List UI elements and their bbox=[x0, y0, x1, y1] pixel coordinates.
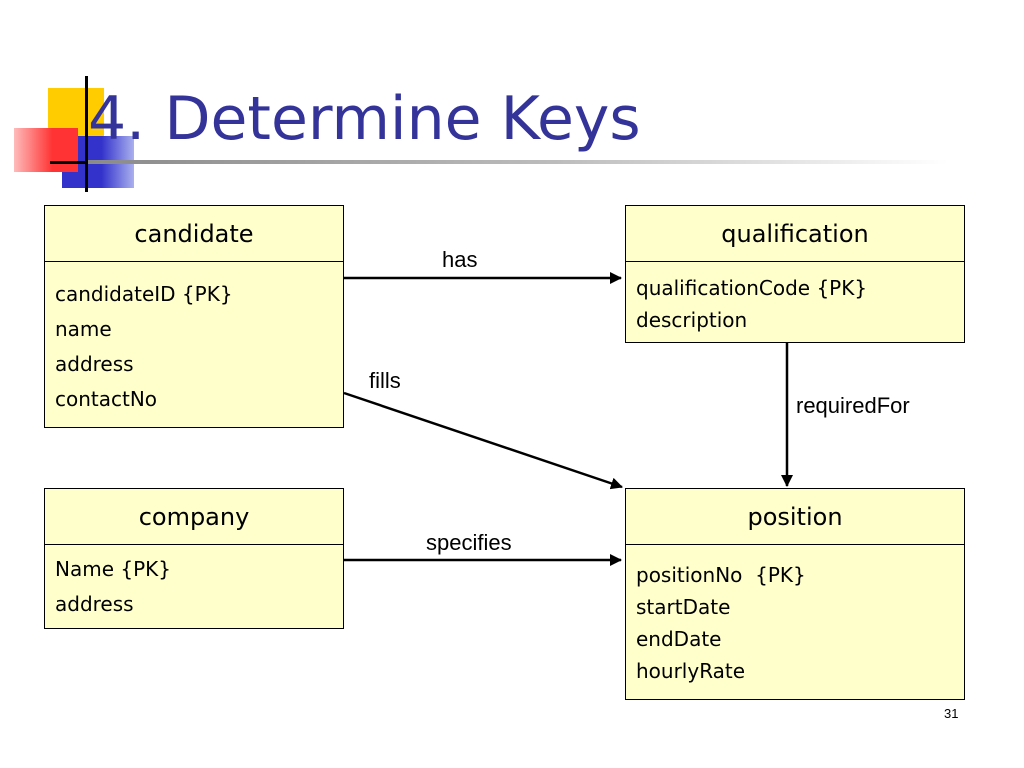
fills-connector bbox=[343, 391, 623, 490]
vertical-line bbox=[85, 76, 88, 192]
title-underline bbox=[88, 160, 948, 164]
entity-header: company bbox=[45, 489, 343, 545]
attribute: hourlyRate bbox=[636, 659, 746, 683]
entity-name: company bbox=[138, 502, 250, 531]
slide-title: 4. Determine Keys bbox=[88, 84, 641, 154]
relationship-label-fills: fills bbox=[369, 368, 401, 393]
entity-name: qualification bbox=[721, 219, 869, 248]
attribute-list: positionNo {PK} startDate endDate hourly… bbox=[626, 545, 964, 691]
entity-header: qualification bbox=[626, 206, 964, 262]
entity-company: company Name {PK} address bbox=[44, 488, 344, 629]
attribute: address bbox=[55, 352, 134, 376]
page-number: 31 bbox=[944, 706, 959, 721]
relationship-label-required-for: requiredFor bbox=[796, 393, 910, 418]
attribute: endDate bbox=[636, 627, 722, 651]
relationship-label-specifies: specifies bbox=[426, 530, 512, 555]
attribute: address bbox=[55, 592, 134, 616]
attribute: description bbox=[636, 308, 748, 332]
attribute: startDate bbox=[636, 595, 731, 619]
attribute-list: qualificationCode {PK} description bbox=[626, 262, 964, 340]
entity-header: position bbox=[626, 489, 964, 545]
attribute: candidateID {PK} bbox=[55, 282, 233, 306]
attribute: Name {PK} bbox=[55, 557, 171, 581]
attribute: name bbox=[55, 317, 112, 341]
entity-header: candidate bbox=[45, 206, 343, 262]
entity-name: candidate bbox=[134, 219, 254, 248]
entity-candidate: candidate candidateID {PK} name address … bbox=[44, 205, 344, 428]
entity-qualification: qualification qualificationCode {PK} des… bbox=[625, 205, 965, 343]
entity-name: position bbox=[747, 502, 843, 531]
attribute: contactNo bbox=[55, 387, 158, 411]
red-square bbox=[14, 128, 78, 172]
entity-position: position positionNo {PK} startDate endDa… bbox=[625, 488, 965, 700]
attribute-list: candidateID {PK} name address contactNo bbox=[45, 262, 343, 422]
attribute: positionNo {PK} bbox=[636, 563, 806, 587]
attribute-list: Name {PK} address bbox=[45, 545, 343, 627]
attribute: qualificationCode {PK} bbox=[636, 276, 868, 300]
relationship-label-has: has bbox=[442, 247, 478, 272]
